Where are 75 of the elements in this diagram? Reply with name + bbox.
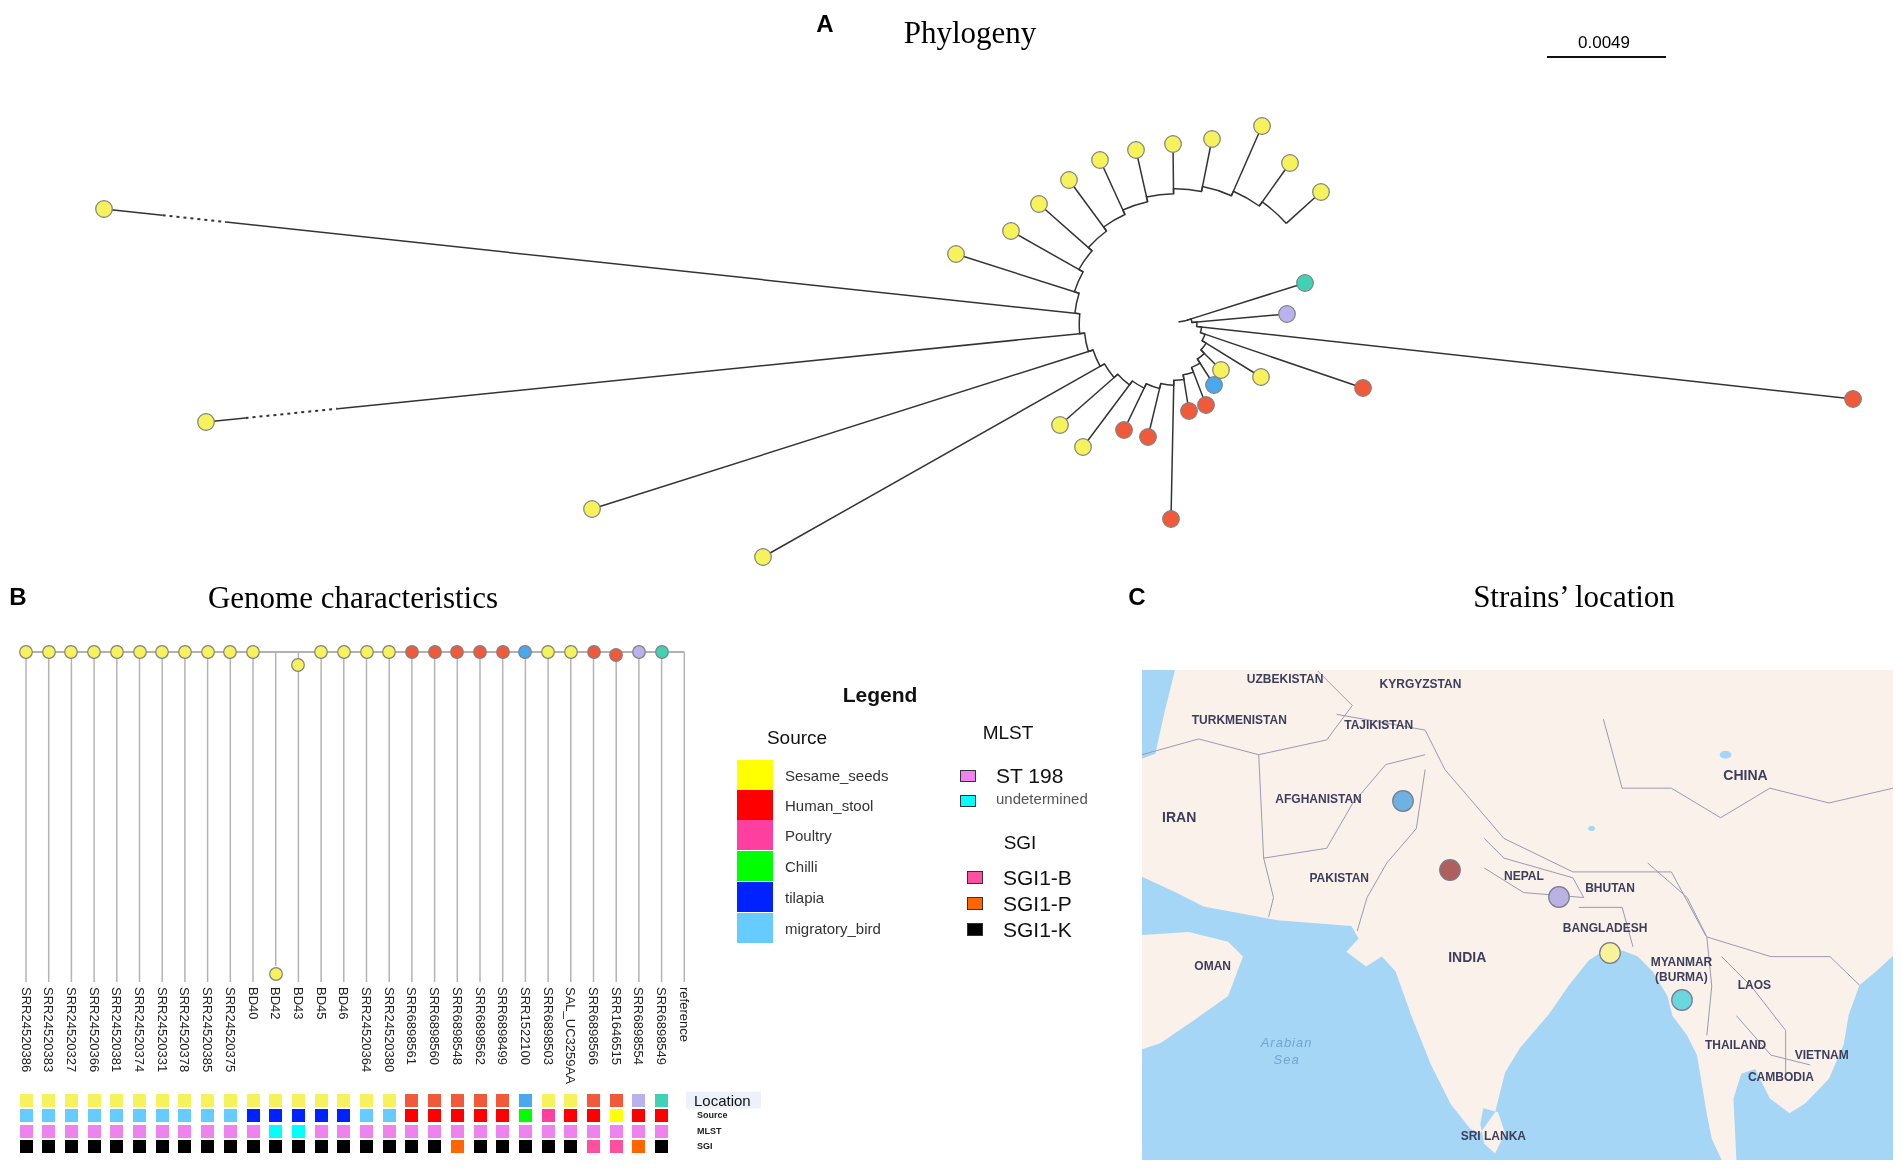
- legend-label: Sesame_seeds: [785, 766, 889, 784]
- panel-title: Strains’ location: [1473, 579, 1675, 615]
- country-label: SRI LANKA: [1460, 1129, 1527, 1144]
- legend-label: Chilli: [785, 857, 818, 875]
- legend-title: Legend: [842, 683, 918, 707]
- country-label: INDIA: [1448, 948, 1487, 965]
- strain-label: SRR24520381: [110, 987, 124, 1073]
- panel-letter: C: [1128, 583, 1146, 611]
- legend-label: Poultry: [785, 826, 832, 844]
- country-label: TURKMENISTAN: [1191, 713, 1287, 728]
- strain-label: SRR6898549: [655, 987, 669, 1066]
- strain-label: SRR6898499: [496, 987, 510, 1066]
- row-label: SGI: [697, 1141, 713, 1151]
- strain-label: SRR24520331: [155, 987, 169, 1073]
- strain-label: BD43: [291, 987, 305, 1020]
- strain-label: SRR24520374: [133, 987, 146, 1073]
- country-label: PAKISTAN: [1309, 870, 1370, 885]
- country-label: THAILAND: [1704, 1037, 1767, 1052]
- strain-label: SRR6898561: [405, 987, 419, 1066]
- strain-label: SRR6898560: [428, 987, 442, 1066]
- strain-label: SRR6898566: [587, 987, 600, 1066]
- strain-label: reference: [677, 987, 691, 1042]
- country-label: BANGLADESH: [1562, 921, 1648, 936]
- strain-label: SRR6898562: [473, 987, 487, 1066]
- strain-label: SRR6898548: [450, 987, 464, 1066]
- legend-heading: MLST: [982, 722, 1034, 744]
- strain-label: SRR1646515: [609, 987, 623, 1066]
- legend-label: SGI1-P: [1003, 891, 1072, 916]
- panel-letter: B: [9, 583, 27, 611]
- strain-label: SRR24520366: [87, 987, 101, 1073]
- panel-title: Phylogeny: [903, 15, 1037, 51]
- strain-label: SRR6898503: [541, 987, 555, 1066]
- strain-label: SRR1522100: [518, 987, 532, 1066]
- country-label: VIETNAM: [1794, 1048, 1849, 1063]
- strain-label: SRR24520375: [223, 987, 237, 1073]
- panel-title: Genome characteristics: [207, 580, 499, 616]
- strain-label: SRR24520378: [178, 987, 192, 1073]
- legend-heading: Source: [766, 727, 828, 749]
- row-label: MLST: [697, 1126, 722, 1136]
- legend-label: Human_stool: [785, 796, 874, 814]
- strain-label: SAL_UC3259AA: [564, 987, 578, 1084]
- legend-label: ST 198: [996, 764, 1064, 788]
- country-label: NEPAL: [1504, 869, 1544, 884]
- strain-label: BD40: [246, 987, 260, 1020]
- strain-label: SRR24520383: [42, 987, 56, 1073]
- country-label: IRAN: [1162, 809, 1197, 826]
- legend-label: migratory_bird: [785, 919, 881, 937]
- country-label: KYRGYZSTAN: [1379, 677, 1462, 692]
- country-label: CAMBODIA: [1747, 1070, 1814, 1085]
- strain-label: SRR24520327: [64, 987, 78, 1073]
- country-label: OMAN: [1194, 959, 1232, 974]
- country-label: LAOS: [1737, 977, 1771, 992]
- strain-label: BD45: [314, 987, 328, 1020]
- scale-label: 0.0049: [1578, 33, 1630, 53]
- country-label: UZBEKISTAN: [1246, 672, 1324, 687]
- country-label: MYANMAR (BURMA): [1650, 954, 1713, 985]
- country-label: BHUTAN: [1585, 880, 1635, 895]
- panel-letter: A: [816, 10, 834, 38]
- legend-label: tilapia: [785, 888, 825, 906]
- country-label: AFGHANISTAN: [1275, 792, 1362, 807]
- strain-label: SRR6898554: [632, 987, 646, 1066]
- row-label: Source: [697, 1110, 728, 1120]
- legend-label: SGI1-K: [1003, 917, 1072, 942]
- strain-label: BD42: [269, 987, 283, 1020]
- legend-heading: SGI: [1003, 832, 1037, 854]
- strain-label: SRR24520386: [19, 987, 33, 1073]
- strain-label: SRR24520380: [382, 987, 396, 1073]
- legend-label: undetermined: [996, 789, 1088, 807]
- country-label: CHINA: [1723, 767, 1768, 784]
- legend-label: SGI1-B: [1003, 865, 1072, 890]
- country-label: TAJIKISTAN: [1344, 718, 1414, 733]
- strain-label: BD46: [337, 987, 351, 1020]
- strain-label: SRR24520364: [360, 987, 373, 1073]
- strain-label: SRR24520385: [201, 987, 215, 1073]
- row-label: Location: [686, 1091, 761, 1109]
